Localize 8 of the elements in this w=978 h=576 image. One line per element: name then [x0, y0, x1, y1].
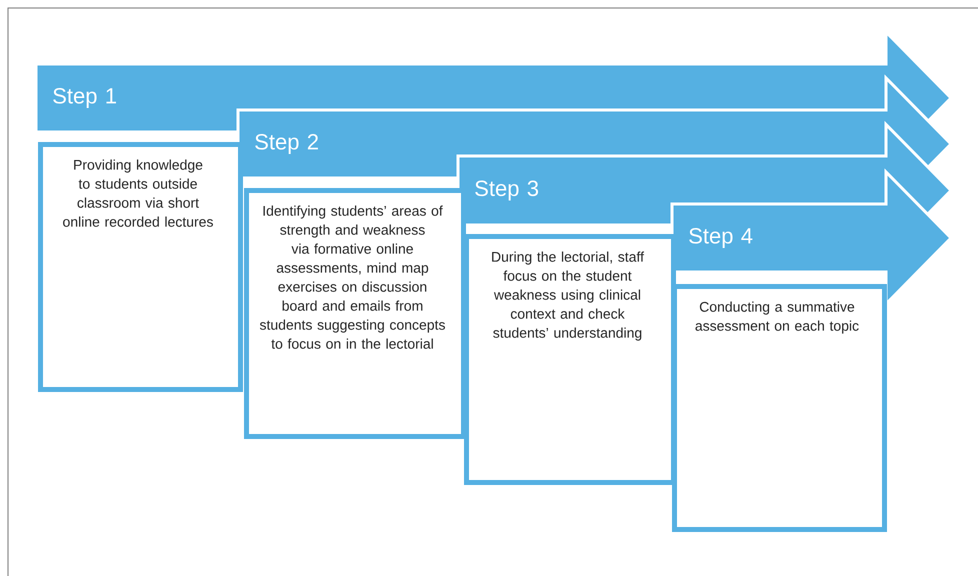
node-label: Step 4	[689, 228, 752, 248]
text-box: Identifying students’ areas of strength and weakness via formative online assessments, mind map exercises on discussion board and emails from students suggesting concepts to focus on in the lectorial	[244, 188, 466, 439]
node-label: Step 2	[255, 134, 318, 154]
text-box: Conducting a summative assessment on each topic	[672, 284, 887, 532]
text-box: Providing knowledge to students outside classroom via short online recorded lectures	[38, 142, 243, 392]
text-box: During the lectorial, staff focus on the student weakness using clinical context and check students’ understanding	[464, 234, 676, 485]
node-label: Step 1	[53, 88, 116, 108]
node-label: Step 3	[475, 180, 538, 200]
